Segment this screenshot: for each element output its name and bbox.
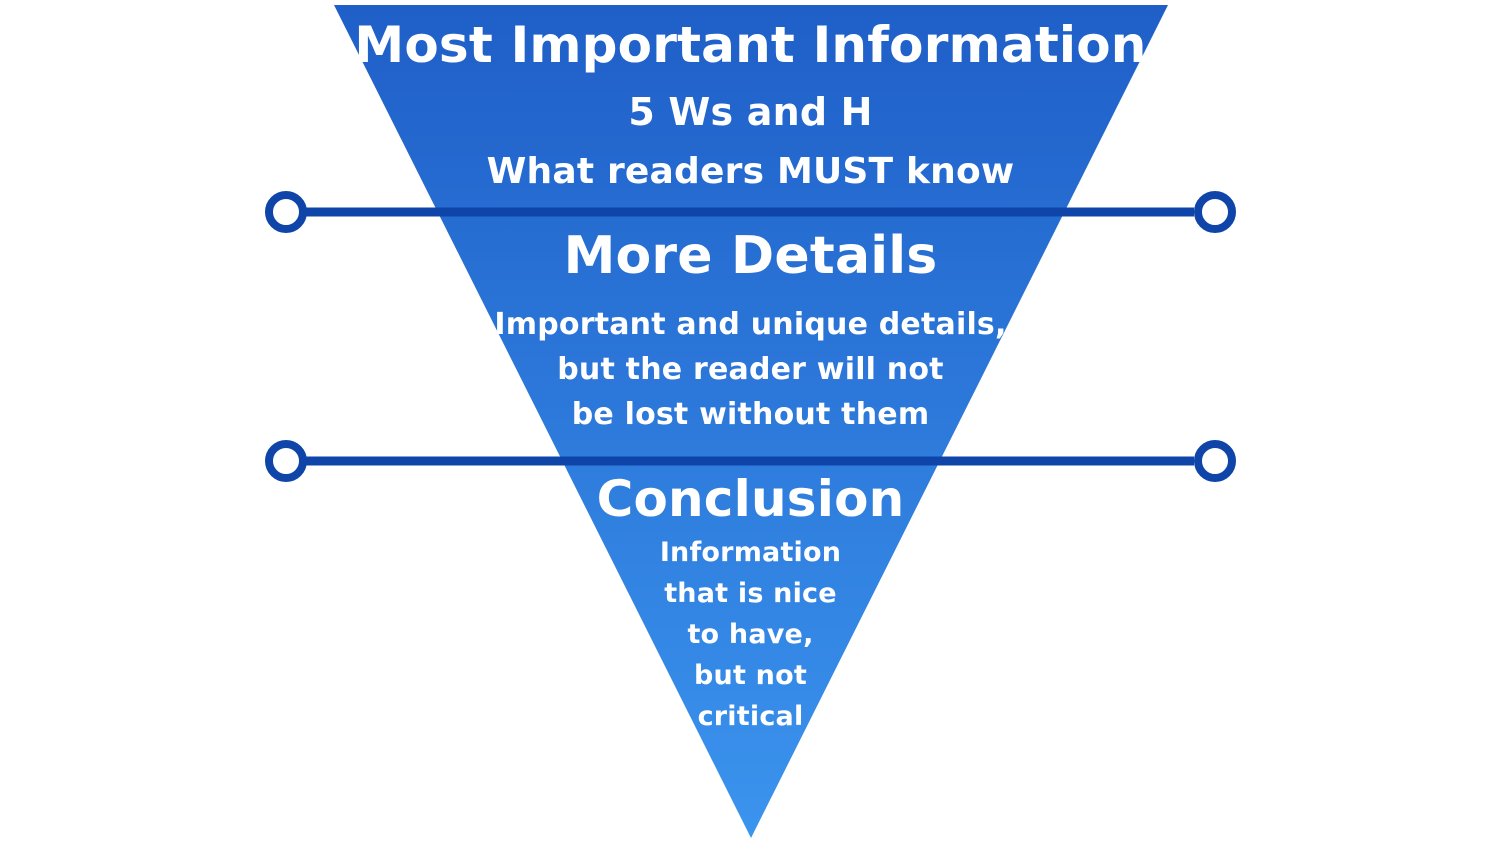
- bottom-section-line-1: Information: [659, 537, 842, 568]
- divider-bottom-right-node: [1194, 440, 1236, 482]
- divider-bottom-left-node: [265, 440, 307, 482]
- bottom-section-line-3: to have,: [687, 619, 814, 650]
- bottom-section-line-5: critical: [697, 701, 804, 732]
- middle-section-line-1: Important and unique details,: [494, 307, 1007, 342]
- bottom-section-line-4: but not: [694, 660, 807, 691]
- bottom-section-title: Conclusion: [596, 470, 905, 528]
- divider-top-right-node: [1194, 191, 1236, 233]
- middle-section-title: More Details: [563, 226, 938, 286]
- bottom-section-line-2: that is nice: [664, 578, 837, 609]
- divider-top-left-node: [265, 191, 307, 233]
- middle-section-line-3: be lost without them: [571, 397, 930, 432]
- middle-section-line-2: but the reader will not: [557, 352, 944, 387]
- top-section-line-2: What readers MUST know: [486, 151, 1015, 192]
- top-section-line-1: 5 Ws and H: [628, 90, 873, 134]
- top-section-title: Most Important Information: [354, 16, 1147, 74]
